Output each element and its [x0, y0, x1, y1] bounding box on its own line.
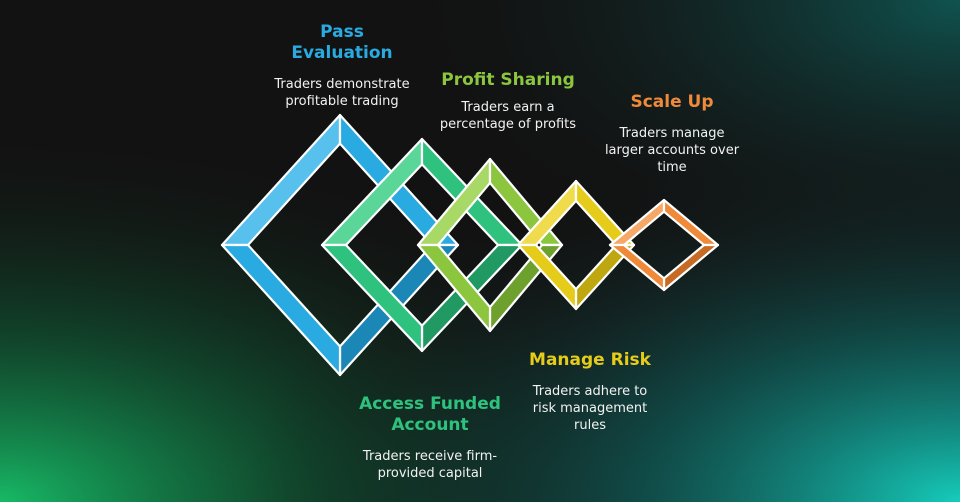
step-description: Traders earn a percentage of profits [439, 100, 577, 132]
step-description: Traders demonstrate profitable trading [274, 77, 410, 109]
diamond-band-bottom-left [608, 243, 666, 292]
step-label-access-funded-account: Access Funded Account Traders receive fi… [340, 394, 520, 482]
step-title: Pass Evaluation [291, 22, 393, 63]
diamond-band-bottom-left [416, 243, 492, 333]
step-label-pass-evaluation: Pass Evaluation Traders demonstrate prof… [254, 22, 430, 110]
step-title: Access Funded Account [359, 394, 501, 435]
step-description: Traders receive firm- provided capital [362, 449, 498, 481]
diamond-band-top-left [220, 113, 342, 247]
diamond-scale-up [608, 198, 720, 292]
step-label-manage-risk: Manage Risk Traders adhere to risk manag… [500, 350, 680, 434]
step-title: Scale Up [630, 92, 714, 112]
step-label-profit-sharing: Profit Sharing Traders earn a percentage… [420, 70, 596, 133]
step-description: Traders adhere to risk management rules [532, 384, 648, 433]
diamond-band-bottom-right [662, 243, 720, 292]
diamond-band-bottom-left [320, 243, 424, 353]
diamond-band-top-left [608, 198, 666, 247]
step-title: Manage Risk [529, 350, 651, 370]
step-description: Traders manage larger accounts over time [604, 126, 740, 175]
diamond-manage-risk [516, 179, 636, 311]
diamond-band-bottom-left [516, 243, 578, 311]
step-title: Profit Sharing [441, 70, 575, 90]
diamond-band-bottom-left [220, 243, 342, 377]
diamond-band-top-right [662, 198, 720, 247]
step-label-scale-up: Scale Up Traders manage larger accounts … [582, 92, 762, 176]
